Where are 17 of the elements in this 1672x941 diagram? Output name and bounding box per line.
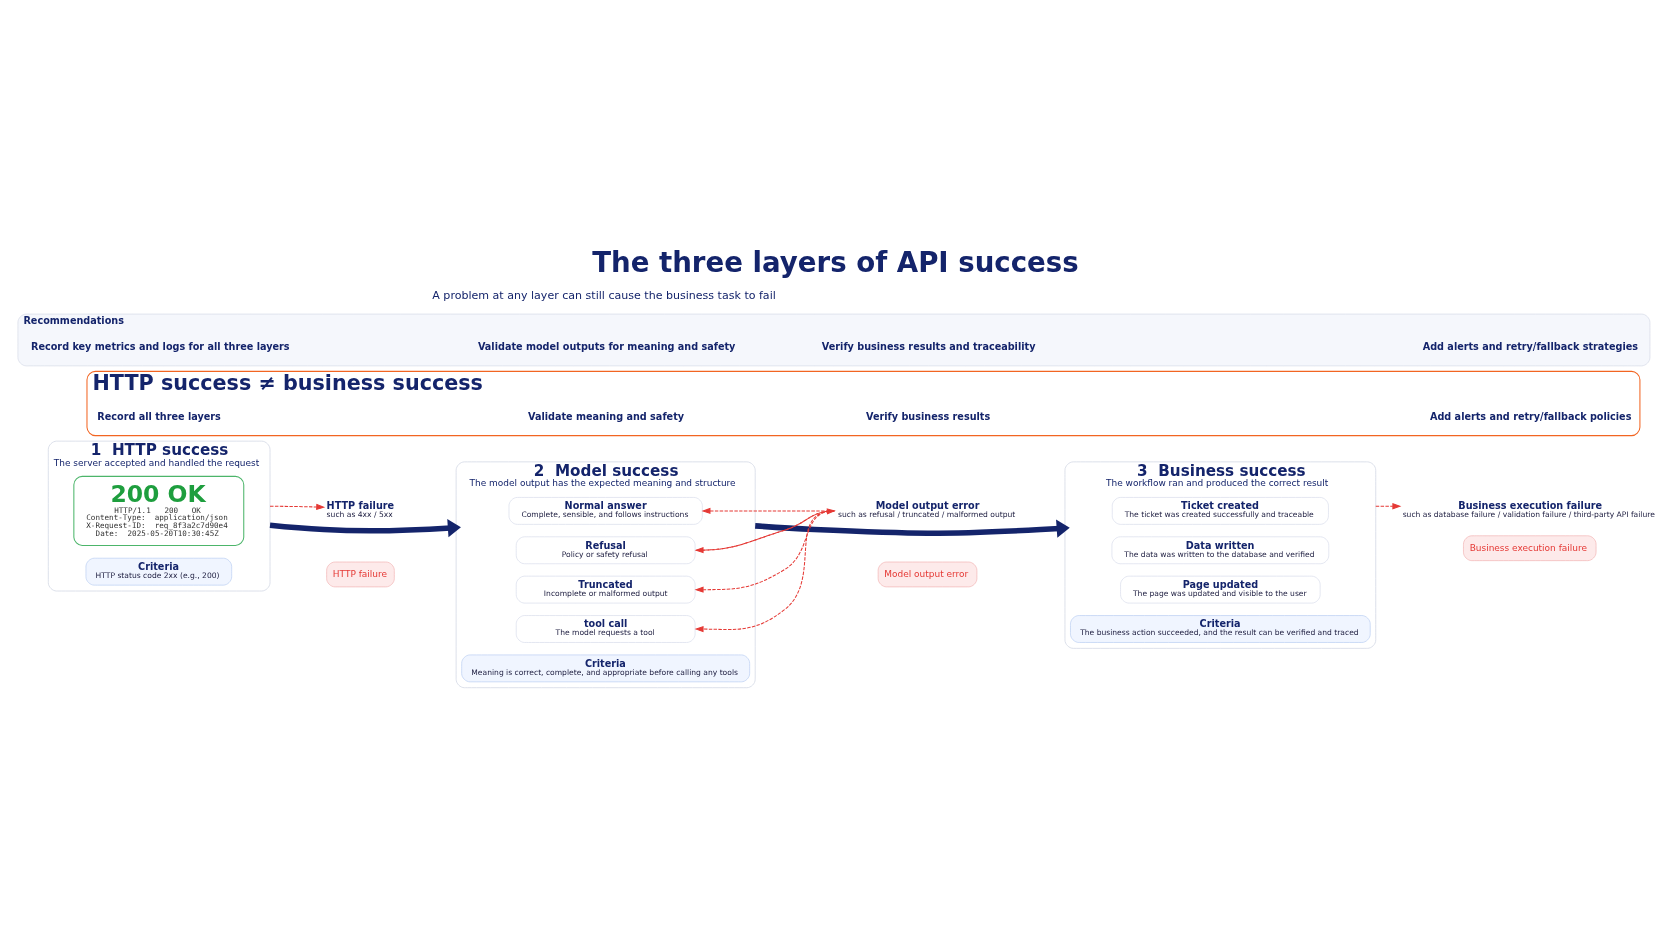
node-text: Verify business results <box>866 410 991 422</box>
node-text: Add alerts and retry/fallback policies <box>1429 410 1632 422</box>
diagram-title: The three layers of API success <box>592 245 1079 279</box>
node-text: Validate model outputs for meaning and safety <box>477 340 736 352</box>
node-box: Model output error <box>877 561 978 588</box>
node-text: Verify business results and traceability <box>821 340 1036 352</box>
arrow <box>755 519 1070 538</box>
node-text: Add alerts and retry/fallback strategies <box>1422 340 1639 352</box>
arrow <box>269 519 461 538</box>
label: A problem at any layer can still cause the business task to fail <box>432 288 776 302</box>
node-text: Record key metrics and logs for all three layers <box>31 340 290 352</box>
node-box: Business execution failure <box>1463 535 1597 561</box>
node-text: Record all three layers <box>97 410 221 422</box>
node-text: Validate meaning and safety <box>527 410 685 422</box>
arrow <box>269 503 326 511</box>
node-box: HTTP failure <box>326 561 395 588</box>
arrow <box>1375 503 1402 510</box>
